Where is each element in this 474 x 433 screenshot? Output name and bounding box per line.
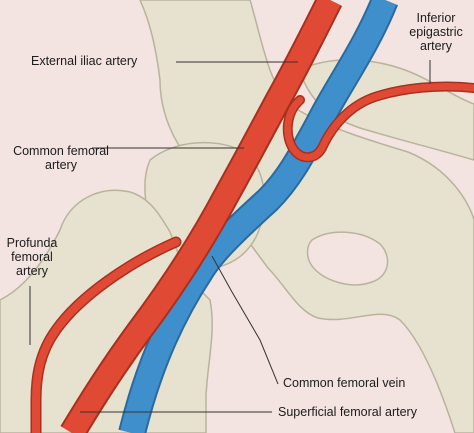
leader-common-femoral-vein bbox=[211, 255, 279, 385]
label-common-femoral-artery: Common femoral artery bbox=[13, 144, 109, 172]
leader-lines bbox=[29, 60, 431, 413]
label-profunda-femoral-artery: Profunda femoral artery bbox=[6, 236, 58, 278]
label-common-femoral-vein: Common femoral vein bbox=[283, 376, 406, 390]
label-external-iliac-artery: External iliac artery bbox=[31, 54, 138, 68]
obturator-foramen bbox=[306, 231, 389, 286]
label-inferior-epigastric-artery: Inferior epigastric artery bbox=[409, 11, 463, 53]
label-superficial-femoral-artery: Superficial femoral artery bbox=[278, 405, 417, 419]
